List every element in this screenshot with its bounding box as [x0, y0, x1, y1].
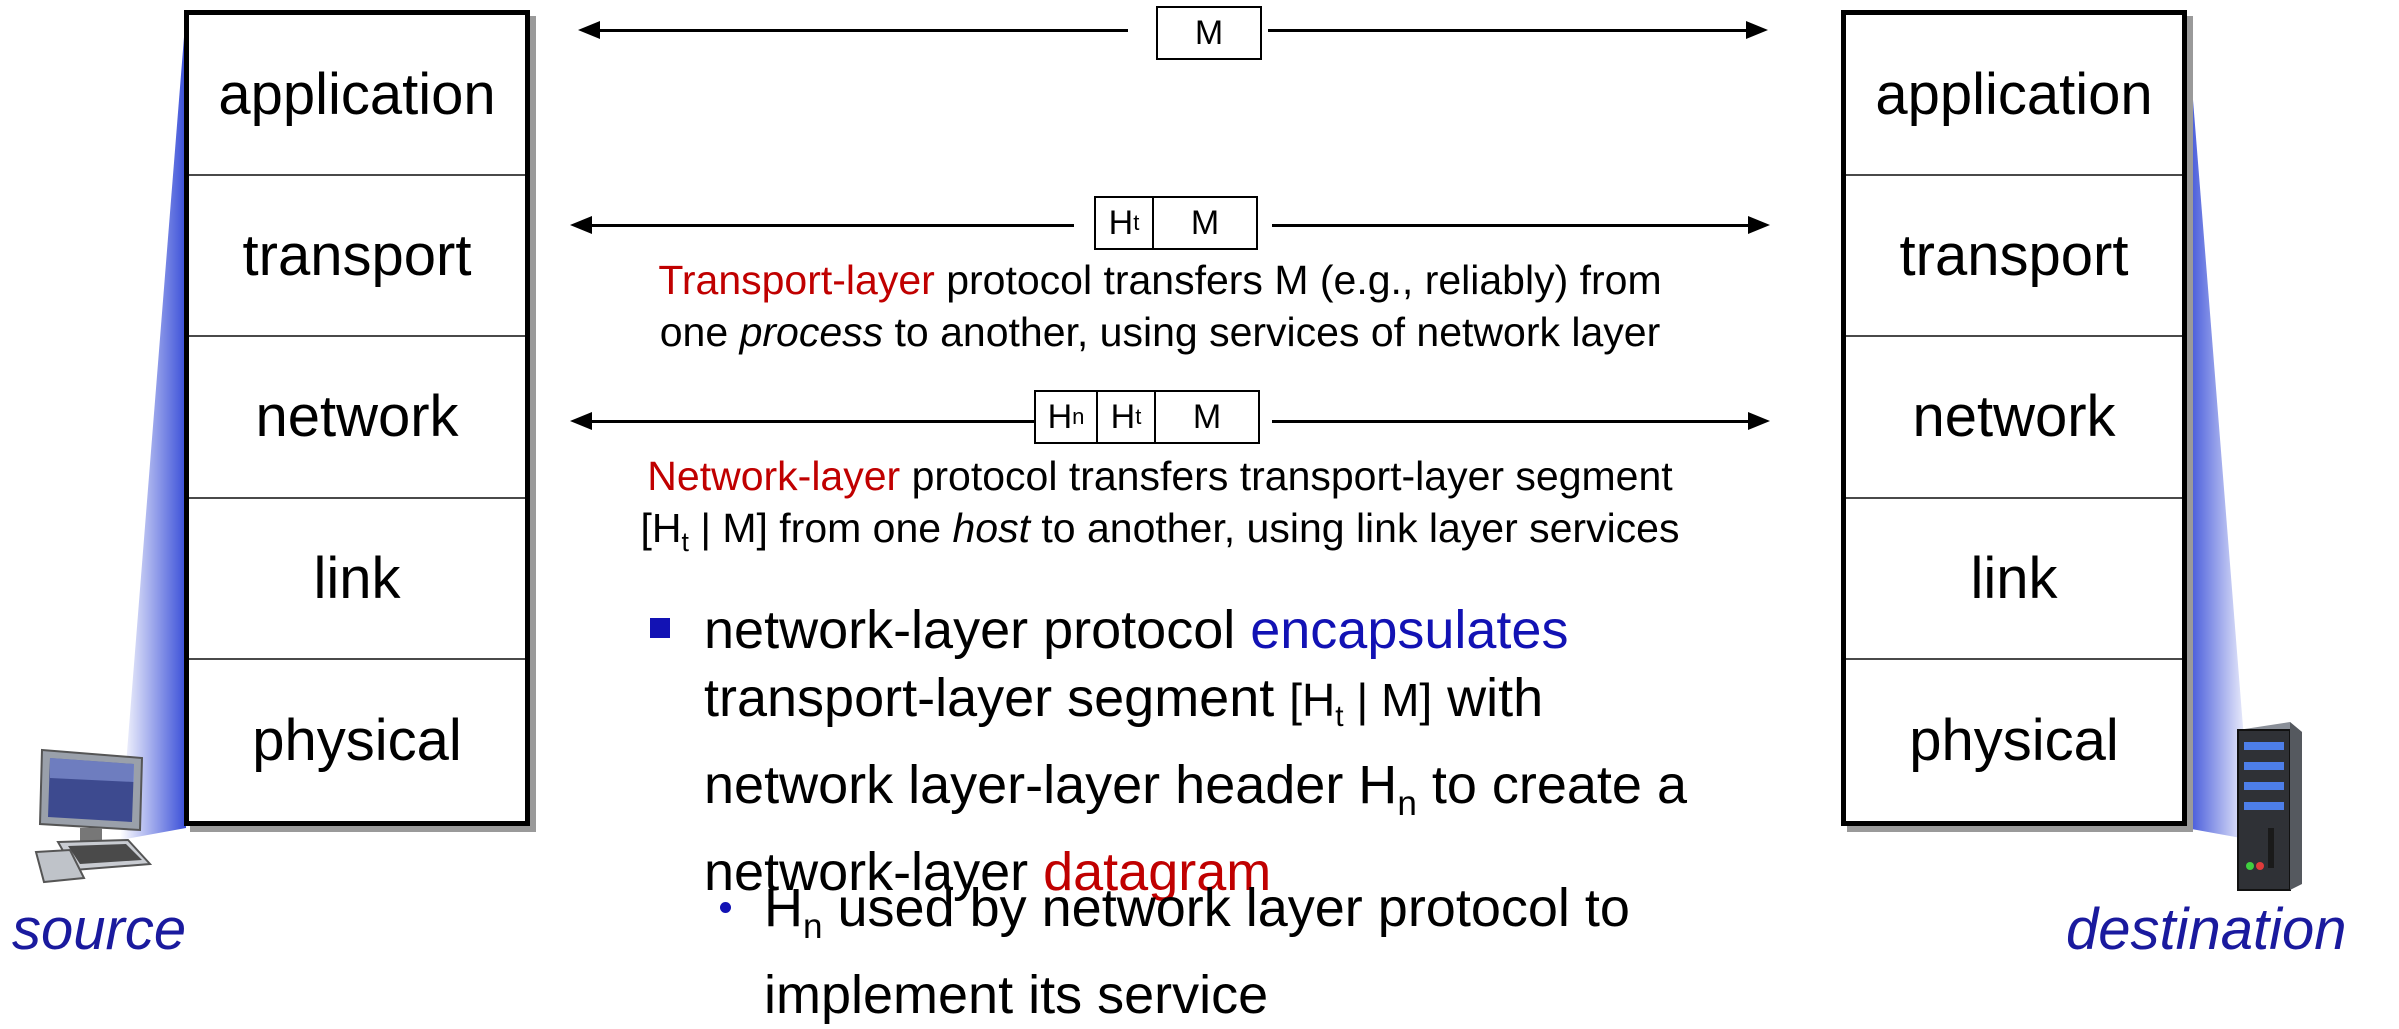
laptop-computer-icon [34, 748, 153, 884]
source-layer-physical: physical [252, 707, 462, 773]
stack-perspective-wedges [120, 12, 2252, 840]
destination-layer-application: application [1846, 15, 2182, 177]
destination-layer-physical: physical [1909, 707, 2119, 773]
bullet-dot-icon [720, 902, 731, 913]
bullet-square-icon [650, 618, 670, 638]
application-message-packet: M [1156, 6, 1262, 60]
source-layer-network: network [189, 337, 525, 499]
network-description: Network-layer protocol transfers transpo… [640, 453, 1680, 558]
source-wedge [120, 12, 186, 840]
source-protocol-stack: application transport network link physi… [184, 10, 530, 826]
transport-description: Transport-layer protocol transfers M (e.… [658, 257, 1662, 355]
source-layer-application: application [189, 15, 525, 177]
destination-wedge [2186, 12, 2252, 840]
destination-layer-network: network [1846, 337, 2182, 499]
destination-layer-transport: transport [1846, 176, 2182, 338]
server-tower-icon [2237, 722, 2302, 891]
message-field: M [1154, 392, 1258, 442]
bullet-encapsulation: network-layer protocol encapsulates tran… [704, 600, 1687, 902]
destination-layer-link: link [1846, 499, 2182, 660]
destination-protocol-stack: application transport network link physi… [1841, 10, 2187, 826]
source-layer-link: link [189, 499, 525, 660]
destination-label: destination [2066, 897, 2347, 962]
bullet-header-usage: Hn used by network layer protocol to imp… [764, 878, 1630, 1025]
message-field: M [1152, 198, 1256, 248]
message-field: M [1194, 13, 1224, 52]
source-layer-transport: transport [189, 176, 525, 338]
source-label: source [12, 897, 187, 962]
